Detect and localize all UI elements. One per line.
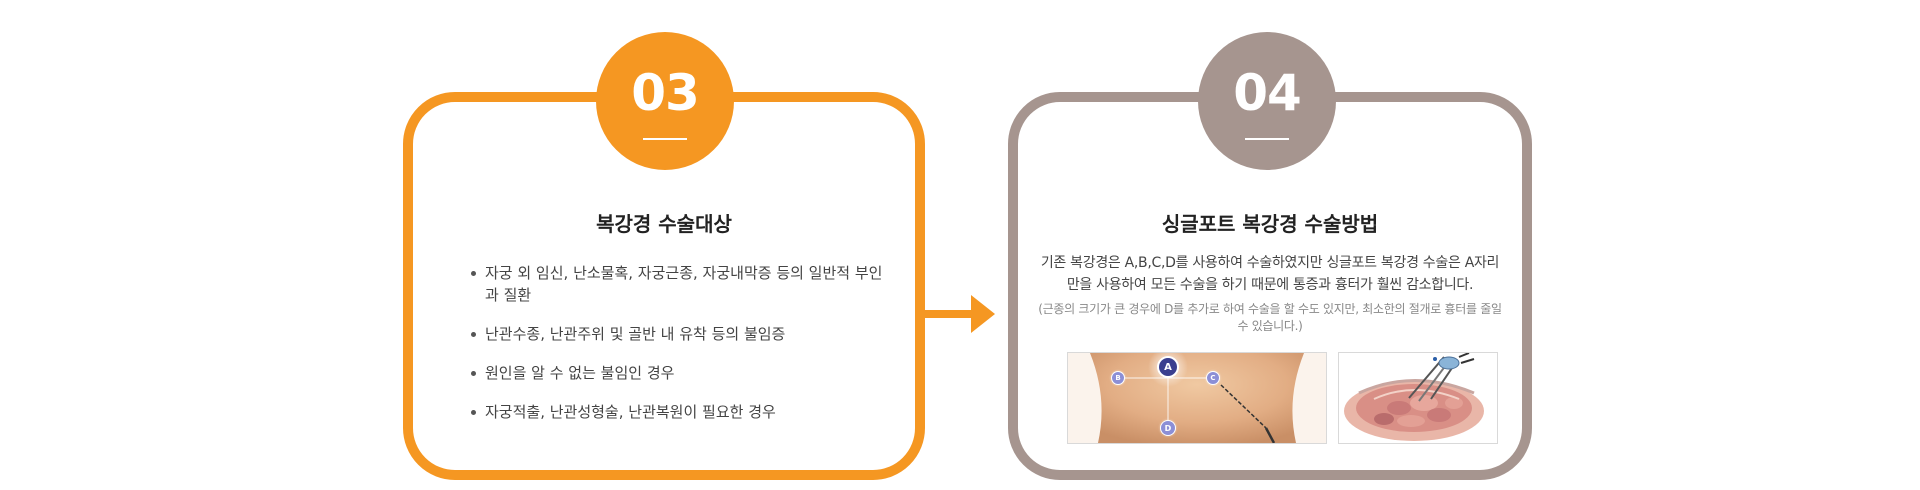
step-04-badge: 04	[1198, 32, 1336, 170]
port-b-icon: B	[1112, 372, 1124, 384]
list-item: 원인을 알 수 없는 불임인 경우	[469, 362, 895, 384]
step-03-number: 03	[631, 64, 700, 122]
list-item: 자궁적출, 난관성형술, 난관복원이 필요한 경우	[469, 401, 895, 423]
step-04-number: 04	[1233, 64, 1302, 122]
internal-surgery-illustration	[1338, 352, 1498, 444]
next-step-arrow-icon	[925, 295, 995, 333]
port-a-label: A	[1164, 361, 1172, 373]
port-d-label: D	[1164, 423, 1172, 433]
step-03-badge: 03	[596, 32, 734, 170]
step-04-description: 기존 복강경은 A,B,C,D를 사용하여 수술하였지만 싱글포트 복강경 수술…	[1040, 255, 1500, 293]
list-item: 난관수종, 난관주위 및 골반 내 유착 등의 불임증	[469, 323, 895, 345]
port-c-icon: C	[1207, 372, 1219, 384]
port-d-icon: D	[1161, 421, 1175, 435]
step-04-note: (근종의 크기가 큰 경우에 D를 추가로 하여 수술을 할 수도 있지만, 최…	[1038, 302, 1502, 333]
laparoscopy-internal-icon	[1339, 353, 1497, 443]
port-a-icon: A	[1159, 358, 1177, 376]
abdomen-port-diagram: A B C D	[1067, 352, 1327, 444]
list-item: 자궁 외 임신, 난소물혹, 자궁근종, 자궁내막증 등의 일반적 부인과 질환	[469, 262, 895, 306]
port-b-label: B	[1115, 374, 1121, 382]
port-c-label: C	[1210, 374, 1216, 382]
abdomen-illustration	[1068, 353, 1326, 443]
badge-divider	[643, 138, 687, 140]
badge-divider	[1245, 138, 1289, 140]
step-03-list: 자궁 외 임신, 난소물혹, 자궁근종, 자궁내막증 등의 일반적 부인과 질환…	[469, 262, 895, 440]
step-04-title: 싱글포트 복강경 수술방법	[1161, 212, 1379, 236]
step-03-title: 복강경 수술대상	[596, 212, 732, 236]
